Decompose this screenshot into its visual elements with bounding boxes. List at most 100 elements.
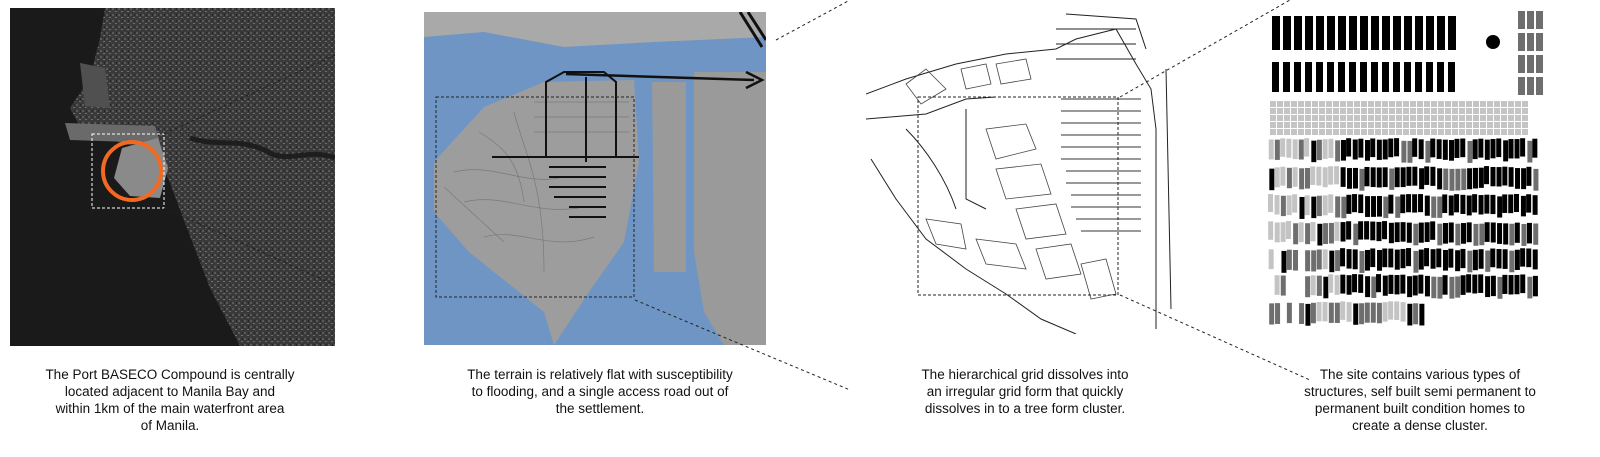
satellite-overview-map bbox=[10, 8, 335, 346]
structure-block bbox=[1388, 248, 1394, 268]
structure-block bbox=[1280, 138, 1286, 157]
structure-block bbox=[1522, 129, 1528, 135]
structure-block bbox=[1502, 249, 1508, 269]
structure-block bbox=[1269, 303, 1275, 325]
structure-block bbox=[1382, 139, 1388, 160]
structure-block bbox=[1473, 122, 1479, 128]
structure-block bbox=[1316, 166, 1322, 186]
structure-block bbox=[1496, 249, 1502, 269]
structure-block bbox=[1286, 302, 1292, 324]
structure-block bbox=[1487, 115, 1493, 121]
structure-block bbox=[1316, 139, 1322, 161]
structure-block bbox=[1412, 275, 1418, 296]
structure-block bbox=[1286, 195, 1292, 216]
structure-block bbox=[1338, 16, 1346, 50]
structure-block bbox=[1371, 16, 1379, 50]
structure-block bbox=[1417, 129, 1423, 135]
structure-block bbox=[1382, 101, 1388, 107]
caption-structures: The site contains various types of struc… bbox=[1270, 366, 1570, 434]
structure-block bbox=[1340, 222, 1346, 242]
structure-block bbox=[1311, 140, 1317, 163]
structure-block bbox=[1412, 138, 1418, 157]
grid-svg bbox=[866, 13, 1172, 334]
structure-block bbox=[1526, 222, 1532, 244]
structure-block bbox=[1382, 16, 1390, 50]
structure-block bbox=[1361, 108, 1367, 114]
structure-block bbox=[1368, 122, 1374, 128]
structure-block bbox=[1388, 194, 1394, 214]
structure-block bbox=[1436, 248, 1442, 268]
structure-block bbox=[1326, 129, 1332, 135]
structure-block bbox=[1526, 248, 1532, 268]
structure-block bbox=[1310, 166, 1316, 185]
structure-block bbox=[1459, 129, 1465, 135]
port-pier bbox=[65, 123, 160, 143]
structure-block bbox=[1305, 122, 1311, 128]
structure-block bbox=[1283, 16, 1291, 50]
structure-block bbox=[1413, 223, 1419, 246]
structure-block bbox=[1461, 168, 1467, 191]
structure-block bbox=[1284, 129, 1290, 135]
structure-block bbox=[1352, 167, 1358, 189]
structure-block bbox=[1291, 122, 1297, 128]
structure-block bbox=[1536, 11, 1543, 29]
structure-block bbox=[1508, 129, 1514, 135]
structure-block bbox=[1467, 140, 1473, 163]
structure-block bbox=[1403, 129, 1409, 135]
structure-block bbox=[1460, 275, 1466, 295]
structure-block bbox=[1327, 62, 1334, 92]
structure-block bbox=[1364, 249, 1370, 271]
structure-block bbox=[1389, 108, 1395, 114]
structure-block bbox=[1455, 276, 1461, 298]
structure-block bbox=[1480, 108, 1486, 114]
structure-block bbox=[1284, 122, 1290, 128]
structure-block bbox=[1382, 221, 1388, 240]
structure-block bbox=[1327, 16, 1335, 50]
structure-block bbox=[1375, 129, 1381, 135]
structure-block bbox=[1410, 129, 1416, 135]
baseco-landmass bbox=[434, 80, 639, 345]
structure-block bbox=[1502, 274, 1508, 294]
structure-block bbox=[1508, 101, 1514, 107]
structure-block bbox=[1347, 101, 1353, 107]
structure-block bbox=[1335, 140, 1341, 162]
caption-line: dissolves in to a tree form cluster. bbox=[924, 401, 1126, 416]
structure-block bbox=[1396, 115, 1402, 121]
structure-block bbox=[1526, 166, 1532, 186]
structure-block bbox=[1438, 129, 1444, 135]
grid-diagram bbox=[866, 9, 1184, 334]
structure-block bbox=[1472, 167, 1478, 189]
structure-block bbox=[1277, 108, 1283, 114]
structure-block bbox=[1352, 194, 1358, 213]
structure-block bbox=[1442, 194, 1448, 214]
structure-block bbox=[1400, 248, 1406, 269]
caption-line: the settlement. bbox=[555, 401, 645, 416]
structure-block bbox=[1527, 55, 1534, 73]
structure-block bbox=[1452, 129, 1458, 135]
structure-block bbox=[1518, 11, 1525, 29]
structure-block bbox=[1449, 168, 1455, 191]
structure-block bbox=[1424, 222, 1430, 242]
structure-block bbox=[1352, 274, 1358, 293]
structure-block bbox=[1328, 222, 1334, 244]
structure-block bbox=[1376, 139, 1382, 160]
structure-block bbox=[1501, 129, 1507, 135]
structure-block bbox=[1358, 221, 1364, 240]
structure-block bbox=[1418, 222, 1424, 243]
structure-block bbox=[1322, 139, 1328, 159]
hierarchical-grid-lines bbox=[1061, 98, 1141, 232]
structure-block bbox=[1376, 302, 1382, 324]
caption-line: within 1km of the main waterfront area bbox=[55, 401, 285, 416]
structure-block bbox=[1532, 138, 1538, 158]
structure-block bbox=[1459, 108, 1465, 114]
terrain-access-map bbox=[424, 12, 766, 345]
structure-block bbox=[1377, 250, 1383, 271]
structure-block bbox=[1388, 222, 1394, 244]
caption-line: an irregular grid form that quickly bbox=[926, 384, 1124, 399]
structure-block bbox=[1340, 101, 1346, 107]
structure-block bbox=[1347, 115, 1353, 121]
structure-block bbox=[1347, 129, 1353, 135]
structures-svg bbox=[1268, 11, 1543, 326]
structure-block bbox=[1479, 223, 1485, 246]
structure-block bbox=[1508, 122, 1514, 128]
